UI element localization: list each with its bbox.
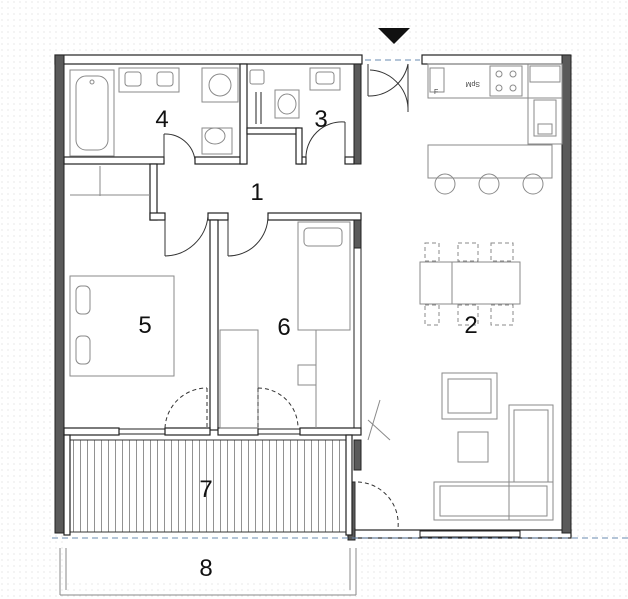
bedroom-6-furniture (219, 221, 351, 429)
bathroom-fixtures (69, 67, 265, 157)
wc-fixtures (274, 67, 341, 119)
room-label-2: 2 (464, 312, 477, 339)
terrace (52, 537, 628, 596)
bedroom-5-furniture (69, 166, 175, 377)
room-label-7: 7 (199, 476, 212, 503)
dining-set (419, 242, 521, 326)
fridge-label: F (434, 89, 438, 96)
room-label-3: 3 (314, 106, 327, 133)
room-label-4: 4 (155, 106, 168, 133)
room-label-1: 1 (250, 179, 263, 206)
room-label-8: 8 (199, 555, 212, 582)
doors (163, 63, 409, 529)
room-label-5: 5 (138, 312, 151, 339)
kitchen: SpM F (427, 63, 563, 195)
living-furniture (367, 372, 554, 521)
interior-walls (63, 63, 362, 541)
balcony (63, 434, 353, 536)
room-labels: 1 2 3 4 5 6 7 8 (138, 106, 477, 582)
exterior-walls (54, 54, 572, 539)
entrance-arrow-icon (378, 28, 410, 44)
dishwasher-label: SpM (465, 80, 480, 87)
balcony-door-windows (118, 428, 521, 538)
room-label-6: 6 (277, 314, 290, 341)
